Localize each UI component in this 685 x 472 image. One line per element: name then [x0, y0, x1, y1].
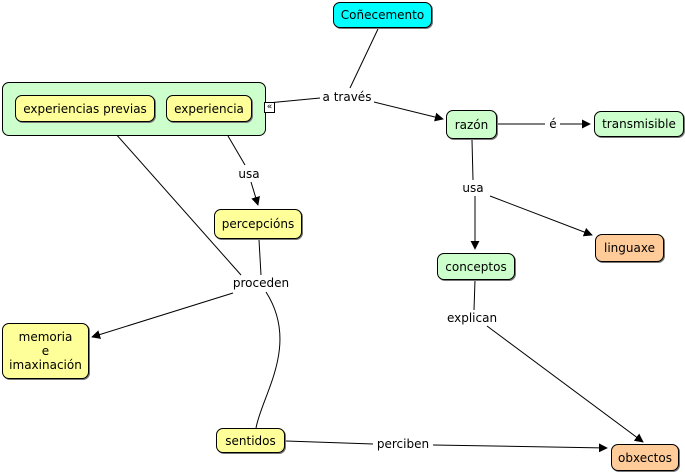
node-transmisible[interactable]: transmisible	[594, 111, 684, 137]
node-memoria[interactable]: memoria e imaxinación	[2, 323, 89, 379]
node-linguaxe[interactable]: linguaxe	[595, 234, 664, 262]
link-label-usa-left[interactable]: usa	[237, 167, 261, 181]
link-conecemento-a-traves	[349, 28, 379, 89]
link-label-proceden[interactable]: proceden	[231, 276, 291, 290]
link-label-explican[interactable]: explican	[445, 311, 499, 325]
link-sentidos-perciben	[285, 440, 374, 445]
node-razon[interactable]: razón	[446, 110, 497, 139]
node-memoria-line-2: e	[41, 344, 50, 358]
link-conceptos-explican	[473, 279, 476, 311]
node-conecemento[interactable]: Coñecemento	[333, 2, 432, 28]
link-perciben-obxectos	[432, 443, 608, 453]
link-percepcions-proceden	[258, 239, 262, 276]
link-explican-obxectos	[486, 325, 644, 443]
node-experiencia[interactable]: experiencia	[166, 95, 252, 122]
link-proceden-experiencias-previas	[106, 123, 242, 276]
node-linguaxe-label: linguaxe	[604, 241, 655, 255]
node-obxectos[interactable]: obxectos	[611, 444, 679, 471]
link-label-perciben[interactable]: perciben	[375, 437, 431, 451]
node-conecemento-label: Coñecemento	[340, 8, 425, 22]
node-memoria-line-1: memoria	[18, 330, 73, 344]
node-percepcions[interactable]: percepcións	[214, 209, 302, 239]
link-usa-percepcions	[250, 181, 260, 206]
link-sentidos-proceden	[255, 291, 281, 429]
node-obxectos-label: obxectos	[618, 450, 672, 465]
link-a-traves-razon	[373, 101, 444, 122]
node-sentidos[interactable]: sentidos	[216, 428, 285, 453]
node-experiencias-previas-label: experiencias previas	[23, 101, 147, 116]
link-label-usa-right[interactable]: usa	[461, 181, 485, 195]
node-experiencia-label: experiencia	[174, 101, 244, 116]
link-proceden-memoria	[91, 292, 234, 339]
node-transmisible-label: transmisible	[602, 117, 676, 131]
link-label-e[interactable]: é	[548, 117, 558, 131]
link-usa-linguaxe	[489, 195, 593, 237]
collapse-icon[interactable]: «	[264, 102, 275, 113]
node-sentidos-label: sentidos	[225, 433, 276, 448]
link-razon-usa	[471, 139, 474, 181]
node-conceptos[interactable]: conceptos	[437, 253, 515, 280]
link-label-a-traves[interactable]: a través	[321, 90, 373, 104]
node-memoria-line-3: imaxinación	[9, 358, 82, 372]
node-percepcions-label: percepcións	[221, 217, 295, 231]
node-razon-label: razón	[454, 117, 489, 132]
node-conceptos-label: conceptos	[445, 259, 507, 274]
node-experiencias-previas[interactable]: experiencias previas	[15, 95, 155, 122]
